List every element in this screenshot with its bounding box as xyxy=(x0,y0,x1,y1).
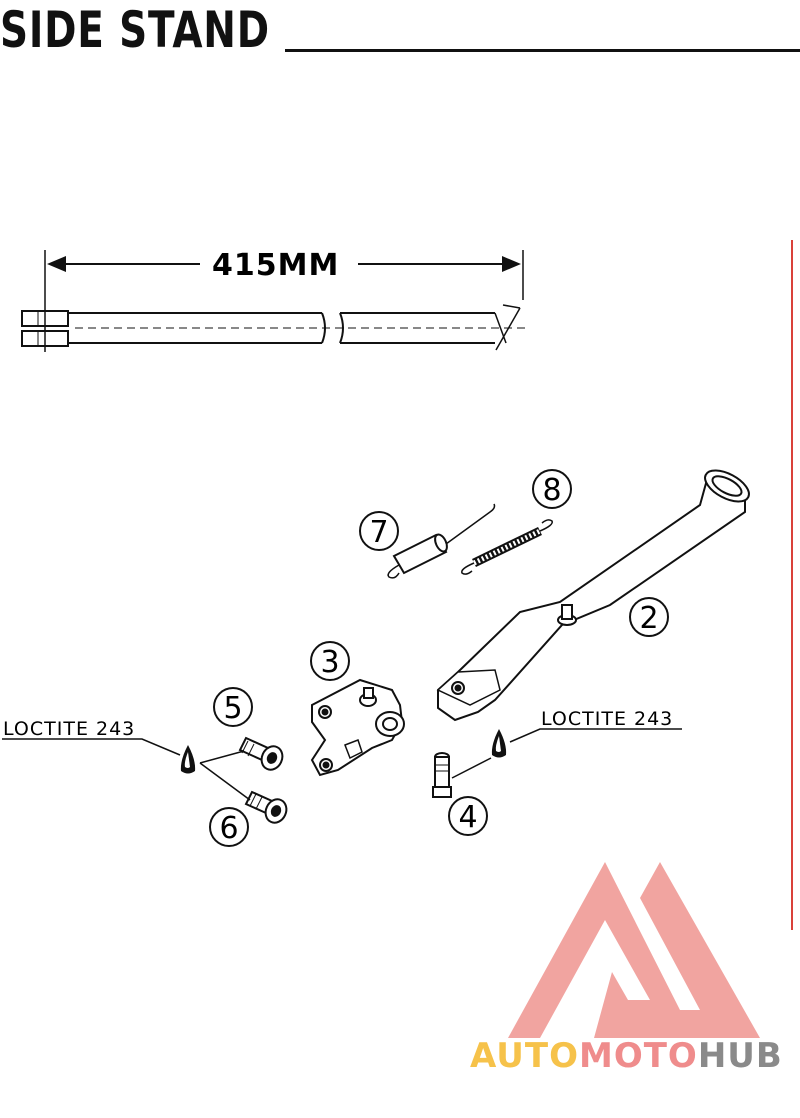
callout-circles xyxy=(209,469,669,847)
callout-7: 7 xyxy=(369,515,388,550)
loctite-label-left: LOCTITE 243 xyxy=(3,718,135,740)
callout-8: 8 xyxy=(542,473,561,508)
loctite-label-right: LOCTITE 243 xyxy=(541,708,673,730)
callout-2: 2 xyxy=(639,601,658,636)
title-underline xyxy=(285,49,800,52)
watermark-logo-icon xyxy=(508,862,760,1038)
leader-lines xyxy=(2,728,682,801)
callout-6: 6 xyxy=(219,811,238,846)
callout-3: 3 xyxy=(320,645,339,680)
side-stand-leg xyxy=(436,469,750,722)
watermark-hub: HUB xyxy=(697,1036,783,1076)
callout-4: 4 xyxy=(458,800,477,835)
watermark-auto: AUTO xyxy=(470,1036,579,1076)
watermark-moto: MOTO xyxy=(578,1036,698,1076)
margin-rule xyxy=(791,240,793,930)
long-spring xyxy=(461,519,553,575)
stand-bracket xyxy=(310,678,405,777)
length-dimension-drawing xyxy=(21,250,530,352)
page-title: SIDE STAND xyxy=(0,1,270,59)
screw-6 xyxy=(244,790,288,824)
dimension-label: 415MM xyxy=(212,248,339,283)
stud-bolt xyxy=(432,752,452,798)
loctite-drop-left xyxy=(180,745,196,774)
loctite-drop-right xyxy=(491,729,507,758)
callout-5: 5 xyxy=(223,691,242,726)
screw-5 xyxy=(238,736,284,771)
watermark-text: AUTOMOTOHUB xyxy=(470,1036,783,1076)
short-spring xyxy=(387,503,496,579)
